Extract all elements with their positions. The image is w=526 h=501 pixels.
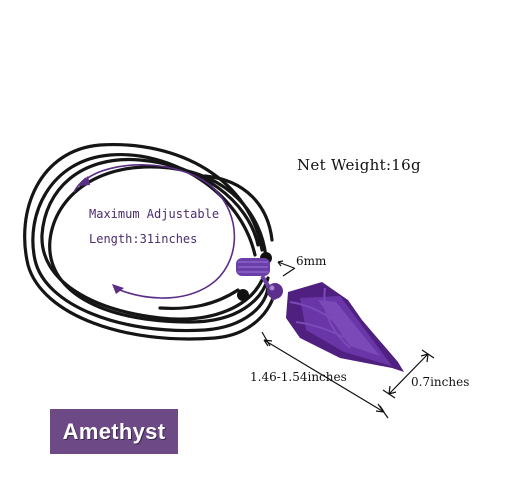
pendant-width-label: 0.7inches (411, 375, 470, 389)
arc-end-arrow-icon (112, 284, 124, 294)
adjustable-length-label-line1: Maximum Adjustable (89, 207, 220, 221)
amethyst-bead (267, 283, 283, 299)
width-dimension-line (382, 349, 435, 399)
purple-wrap (236, 258, 283, 301)
cord (23, 142, 277, 341)
material-badge: Amethyst (50, 409, 178, 454)
length-dimension-line (261, 331, 389, 419)
bead-dimension-line (277, 260, 296, 277)
adjustable-length-label-line2: Length:31inches (89, 232, 198, 246)
bead-size-label: 6mm (296, 254, 327, 268)
net-weight-label: Net Weight:16g (297, 156, 421, 174)
amethyst-pendant (286, 282, 404, 372)
adjustable-arc (84, 164, 236, 299)
pendant-length-label: 1.46-1.54inches (250, 370, 347, 384)
material-badge-label: Amethyst (62, 418, 166, 444)
